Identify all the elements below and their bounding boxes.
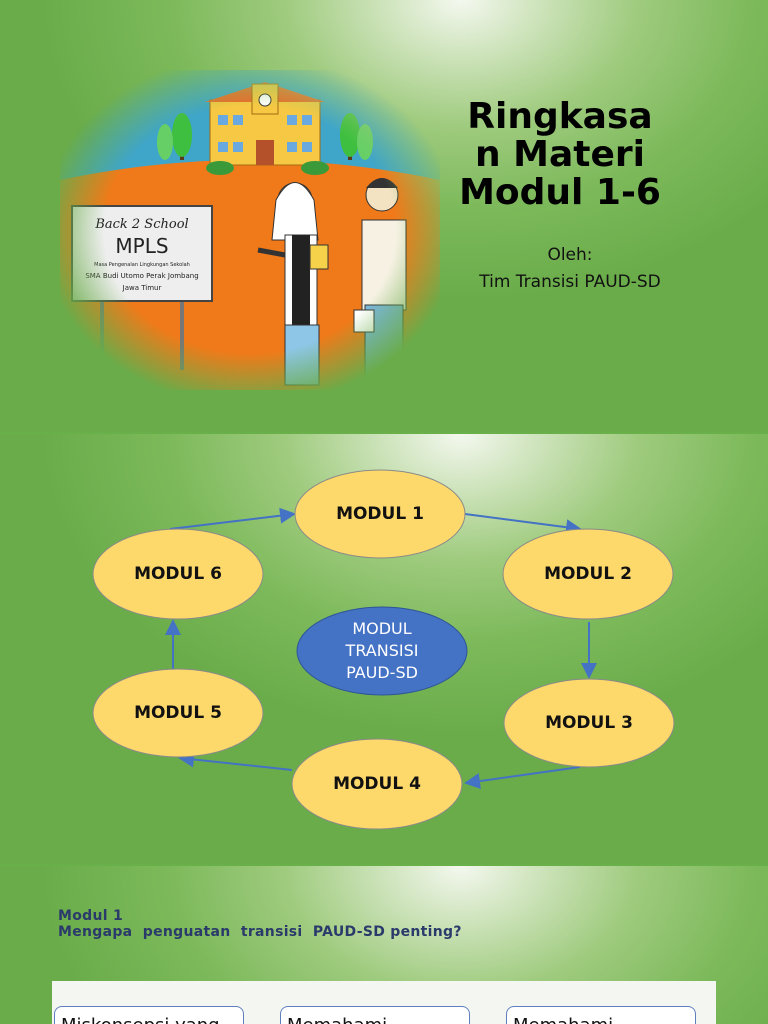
- heading-line-2: Mengapa penguatan transisi PAUD-SD penti…: [58, 924, 462, 940]
- sign-line-3: Masa Pengenalan Lingkungan Sekolah: [94, 262, 190, 268]
- card-3: Memahami: [506, 1006, 696, 1024]
- card-2: Memahami: [280, 1006, 470, 1024]
- title-slide: Back 2 School MPLS Masa Pengenalan Lingk…: [0, 0, 768, 432]
- title-line-3: Modul 1-6: [459, 172, 661, 213]
- title-line-1: Ringkasa: [467, 96, 653, 137]
- modul-1-label: MODUL 1: [336, 504, 424, 524]
- sign-line-1: Back 2 School: [94, 217, 188, 232]
- author-block: Oleh: Tim Transisi PAUD-SD: [445, 242, 695, 296]
- module-cycle-diagram: [92, 469, 675, 830]
- title-line-2: n Materi: [475, 134, 645, 175]
- modul-3-node: [503, 678, 675, 768]
- modul-6-label: MODUL 6: [134, 564, 222, 584]
- author-name: Tim Transisi PAUD-SD: [479, 272, 661, 292]
- arrow-3-4: [464, 766, 581, 789]
- sign-line-4: SMA Budi Utomo Perak Jombang: [85, 272, 198, 280]
- page-title: Ringkasa n Materi Modul 1-6: [445, 98, 675, 212]
- center-label-line-3: PAUD-SD: [346, 663, 418, 682]
- modul-6-node: [92, 528, 264, 620]
- modul-3-label: MODUL 3: [545, 713, 633, 733]
- modul-2-node: [502, 528, 674, 620]
- sign-line-5: Jawa Timur: [122, 284, 162, 292]
- modul-4-label: MODUL 4: [333, 774, 421, 794]
- modul-4-node: [291, 738, 463, 830]
- modul-5-label: MODUL 5: [134, 703, 222, 723]
- center-label: MODUL TRANSISI PAUD-SD: [297, 618, 467, 684]
- heading-line-1: Modul 1: [58, 908, 124, 924]
- author-label: Oleh:: [547, 245, 593, 265]
- modul-2-label: MODUL 2: [544, 564, 632, 584]
- arrow-6-1: [169, 507, 296, 530]
- sign-line-2: MPLS: [115, 234, 168, 258]
- center-label-line-2: TRANSISI: [345, 641, 419, 660]
- card-1: Miskonsepsi yang: [54, 1006, 244, 1024]
- module-cycle-slide: MODUL 1 MODUL 2 MODUL 3 MODUL 4 MODUL 5 …: [0, 434, 768, 864]
- arrow-4-5: [178, 751, 293, 771]
- modul-5-node: [92, 668, 264, 758]
- arrow-1-2: [464, 513, 582, 536]
- modul-1-node: [294, 469, 466, 559]
- center-label-line-1: MODUL: [352, 619, 412, 638]
- center-node: [296, 606, 468, 696]
- back-to-school-illustration: Back 2 School MPLS Masa Pengenalan Lingk…: [60, 70, 440, 390]
